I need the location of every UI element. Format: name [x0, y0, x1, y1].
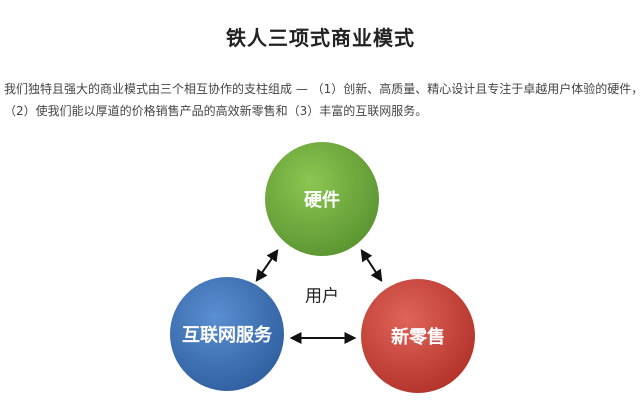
node-label-hardware: 硬件 [304, 190, 340, 211]
intro-paragraph: 我们独特且强大的商业模式由三个相互协作的支柱组成 — （1）创新、高质量、精心设… [4, 78, 641, 122]
business-model-diagram: 硬件 互联网服务 新零售 用户 [0, 130, 641, 406]
center-label-user: 用户 [305, 286, 339, 307]
node-circle-hardware [265, 142, 379, 256]
diagram-canvas [170, 142, 475, 393]
node-label-internet-services: 互联网服务 [182, 325, 272, 346]
node-circle-new-retail [361, 279, 475, 393]
page-title: 铁人三项式商业模式 [226, 26, 415, 50]
node-circle-internet-services [170, 277, 284, 391]
intro-line-2: （2）使我们能以厚道的价格销售产品的高效新零售和（3）丰富的互联网服务。 [4, 104, 428, 118]
intro-line-1: 我们独特且强大的商业模式由三个相互协作的支柱组成 — （1）创新、高质量、精心设… [4, 82, 641, 96]
node-label-new-retail: 新零售 [391, 327, 445, 348]
arrow-hardware-retail [360, 248, 383, 283]
arrow-hardware-internet [255, 249, 279, 282]
